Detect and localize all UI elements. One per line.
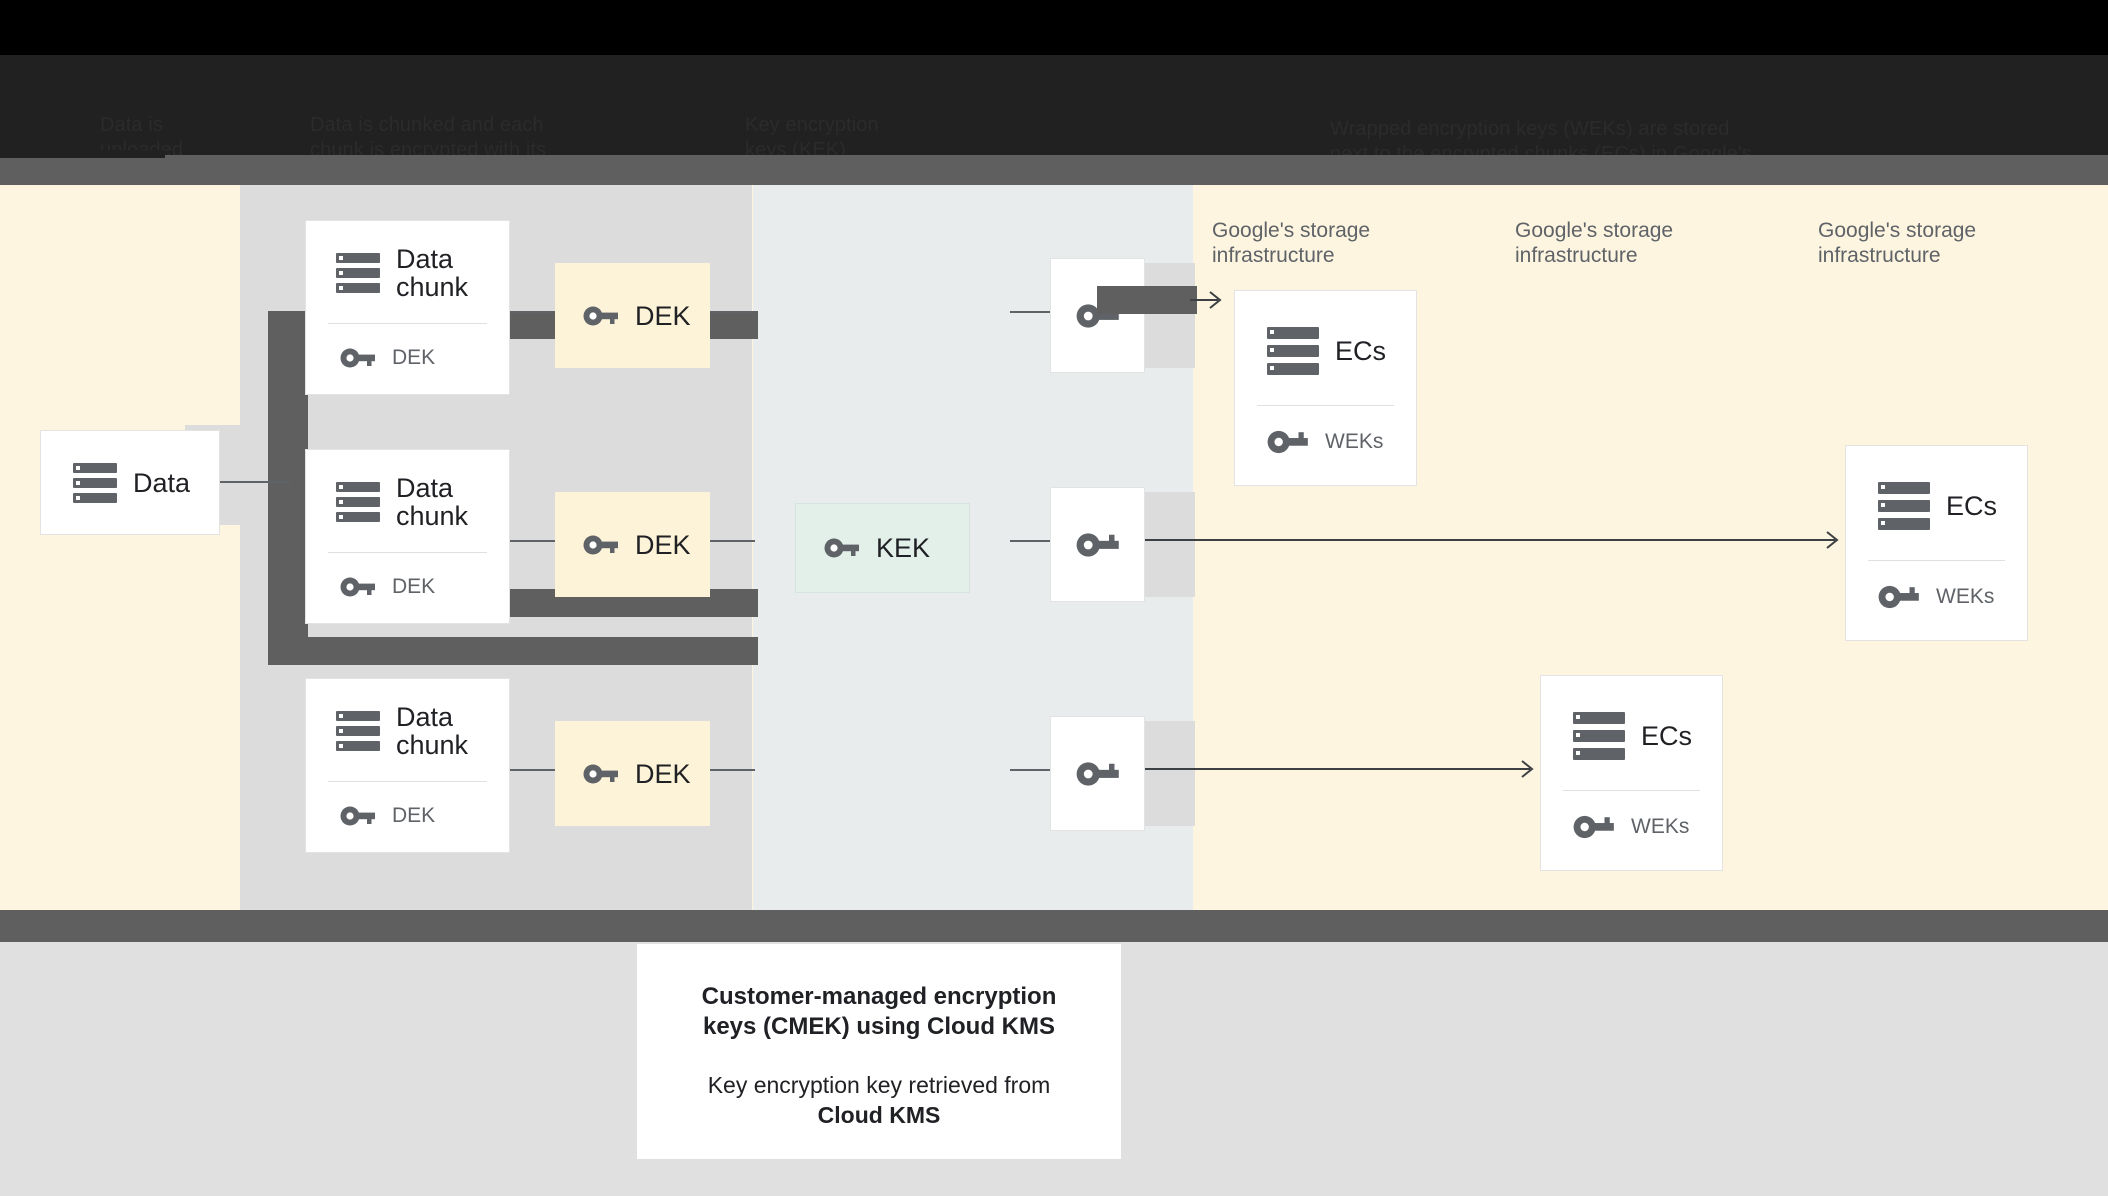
wrapped-key-card-1 (1050, 258, 1145, 373)
key-icon (583, 764, 618, 783)
wire-dek1-to-kek-lane (710, 311, 755, 313)
chunk-card-title: Data chunk (396, 702, 469, 760)
kek-label: KEK (876, 533, 931, 563)
chunk-card-key-label: DEK (392, 575, 436, 598)
storage-icon (1573, 712, 1625, 760)
caption-body-strong: Cloud KMS (817, 1102, 941, 1128)
dek-box-label: DEK (635, 758, 691, 789)
key-icon (340, 577, 375, 597)
ec-card-2: ECs WEKs (1845, 445, 2028, 641)
card-divider (328, 323, 487, 324)
wire-chunk2-to-dek (510, 540, 555, 542)
wire-dek2-to-kek-lane (710, 540, 755, 542)
chunk-card-key-label: DEK (392, 346, 436, 369)
ec-card-1: ECs WEKs (1234, 290, 1417, 486)
key-icon (340, 806, 375, 826)
header-black-bar (0, 0, 2108, 55)
header-annotation-band: Data is uploaded to Google Data is chunk… (0, 55, 2108, 190)
arrow-wek2-to-ec (1145, 531, 1839, 549)
storage-icon (336, 482, 380, 522)
key-icon (340, 348, 375, 368)
dek-box-label: DEK (635, 529, 691, 560)
chunk-card-1: Data chunk DEK (305, 220, 510, 395)
data-card-label: Data (133, 467, 191, 498)
caption-box: Customer-managed encryption keys (CMEK) … (637, 944, 1121, 1159)
key-icon (1878, 585, 1919, 609)
key-icon (1076, 532, 1119, 557)
arrow-wek1-to-ec (1190, 291, 1222, 309)
storage-icon (336, 711, 380, 751)
ec-card-title: ECs (1335, 336, 1387, 366)
header-divider-band (0, 155, 2108, 185)
wek-plate-1 (1140, 263, 1195, 368)
wire-to-wek-2 (1010, 540, 1050, 542)
ec-card-key-label: WEKs (1631, 815, 1690, 838)
wrapped-key-card-3 (1050, 716, 1145, 831)
key-icon (1076, 761, 1119, 786)
wire-to-wek-1 (1010, 311, 1050, 313)
wire-chunk1-to-dek (510, 311, 555, 313)
lane-caption-2: Google's storage infrastructure (1515, 219, 1674, 267)
dek-box-2: DEK (555, 492, 710, 597)
ec-card-title: ECs (1641, 721, 1693, 751)
chunk-card-title: Data chunk (396, 244, 469, 302)
dek-box-3: DEK (555, 721, 710, 826)
chunk-card-3: Data chunk DEK (305, 678, 510, 853)
fanout-arm-bottom (268, 637, 758, 665)
wrapped-key-card-2 (1050, 487, 1145, 602)
dek-box-1: DEK (555, 263, 710, 368)
footer-divider-band (0, 910, 2108, 942)
wek-plate-2 (1140, 492, 1195, 597)
lane-caption-3: Google's storage infrastructure (1818, 219, 1977, 267)
data-card: Data (40, 430, 220, 535)
ec-card-key-label: WEKs (1325, 430, 1384, 453)
caption-title: Customer-managed encryption keys (CMEK) … (701, 983, 1057, 1040)
storage-icon (1878, 482, 1930, 530)
diagram-canvas: Data Data chunk DEK (0, 185, 2108, 910)
storage-icon (73, 462, 117, 503)
chunk-card-title: Data chunk (396, 473, 469, 531)
wek1-to-ec-connector (1097, 286, 1197, 314)
caption-body-lead: Key encryption key retrieved from (707, 1072, 1051, 1098)
wire-dek3-to-kek-lane (710, 769, 755, 771)
key-icon (824, 538, 859, 558)
key-icon (1267, 430, 1308, 454)
card-divider (328, 781, 487, 782)
key-icon (583, 535, 618, 554)
wire-chunk3-to-dek (510, 769, 555, 771)
dek-box-label: DEK (635, 300, 691, 331)
chunk-card-2: Data chunk DEK (305, 449, 510, 624)
header-notch (0, 150, 165, 158)
card-divider (328, 552, 487, 553)
ec-card-3: ECs WEKs (1540, 675, 1723, 871)
card-divider (1868, 560, 2005, 561)
wek-plate-3 (1140, 721, 1195, 826)
arrow-wek3-to-ec (1145, 760, 1534, 778)
storage-icon (1267, 327, 1319, 375)
card-divider (1563, 790, 1700, 791)
key-icon (1573, 815, 1614, 839)
card-divider (1257, 405, 1394, 406)
ec-card-title: ECs (1946, 491, 1998, 521)
caption-body: Key encryption key retrieved from Cloud … (677, 1070, 1081, 1130)
kek-box: KEK (795, 503, 970, 593)
storage-icon (336, 253, 380, 293)
key-icon (583, 306, 618, 325)
ec-card-key-label: WEKs (1936, 585, 1995, 608)
chunk-card-key-label: DEK (392, 804, 436, 827)
lane-caption-1: Google's storage infrastructure (1212, 219, 1371, 267)
wire-data-to-chunks (220, 481, 290, 483)
wire-to-wek-3 (1010, 769, 1050, 771)
